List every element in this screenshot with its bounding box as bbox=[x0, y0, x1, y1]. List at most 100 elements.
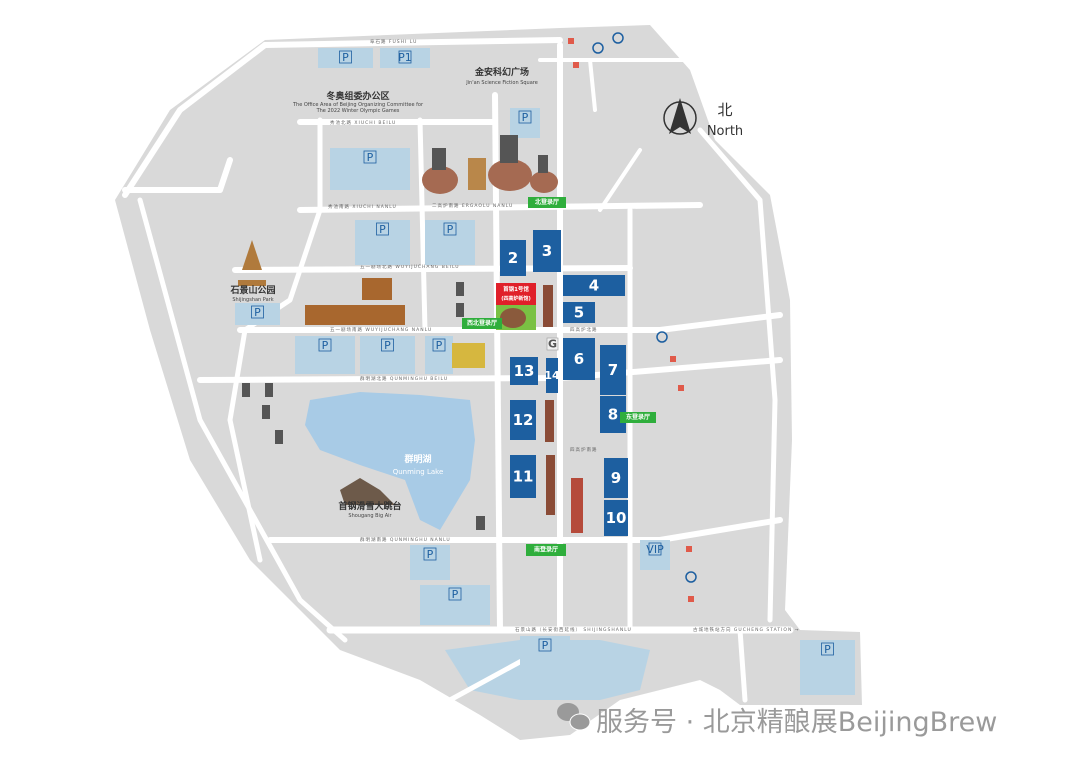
office-area-label-en-1: The Office Area of Beijing Organizing Co… bbox=[292, 102, 424, 108]
hall-8[interactable]: 8 bbox=[600, 396, 626, 433]
parking-label: P bbox=[542, 639, 549, 652]
parking-10[interactable]: P bbox=[425, 336, 453, 374]
parking-icon bbox=[339, 50, 352, 64]
hall-13[interactable]: 13 bbox=[510, 357, 538, 385]
parking-icon bbox=[648, 542, 662, 556]
parking-label: P bbox=[322, 339, 329, 352]
hall-number: 7 bbox=[608, 361, 618, 379]
parking-label: P bbox=[367, 151, 374, 164]
road-label-qunming-bei: 群明湖北路 QUNMINGHU BEILU bbox=[360, 375, 448, 382]
entrance-east[interactable]: 东登录厅 bbox=[620, 412, 656, 423]
parking-6[interactable]: P bbox=[425, 220, 475, 265]
south-water bbox=[445, 640, 650, 700]
parking-icon bbox=[448, 587, 462, 601]
parking-15[interactable]: VIP bbox=[640, 540, 670, 570]
hall-2[interactable]: 2 bbox=[500, 240, 526, 276]
qunming-lake bbox=[305, 392, 475, 530]
parking-label: P bbox=[342, 51, 349, 64]
hall-14[interactable]: 14 bbox=[544, 358, 560, 393]
parking-icon bbox=[251, 305, 264, 319]
parking-area bbox=[235, 303, 280, 325]
road-network bbox=[122, 37, 794, 703]
bus-icon bbox=[568, 38, 574, 44]
parking-icon bbox=[432, 338, 446, 352]
jinan-square-label: 金安科幻广场 bbox=[474, 66, 529, 78]
parking-1[interactable]: P bbox=[318, 48, 373, 68]
parking-9[interactable]: P bbox=[360, 336, 415, 374]
parking-2[interactable]: P1 bbox=[380, 48, 430, 68]
hall-6[interactable]: 6 bbox=[563, 338, 595, 380]
road-label-ergaolu: 二高炉南路 ERGAOLU NANLU bbox=[432, 202, 513, 209]
big-air-label: 首钢滑雪大跳台 bbox=[338, 500, 401, 512]
hall-1-shougang[interactable]: 首钢1号馆 (四高炉新馆) bbox=[496, 283, 536, 330]
parking-area bbox=[425, 220, 475, 265]
parking-area bbox=[410, 545, 450, 580]
parking-12[interactable]: P bbox=[420, 585, 490, 625]
parking-14[interactable]: P bbox=[800, 640, 855, 695]
parking-8[interactable]: P bbox=[295, 336, 355, 374]
parking-icon bbox=[423, 547, 437, 561]
parking-3[interactable]: P bbox=[330, 148, 410, 190]
parking-label: P bbox=[379, 223, 386, 236]
office-area-label-en-2: The 2022 Winter Olympic Games bbox=[316, 108, 400, 114]
parking-icon bbox=[376, 222, 389, 236]
parking-area bbox=[360, 336, 415, 374]
hall-number: 5 bbox=[574, 304, 584, 322]
entrance-north-label: 北登录厅 bbox=[535, 198, 559, 206]
road-label-shijingshan: 石景山路（长安街西延线） SHIJINGSHANLU bbox=[515, 626, 632, 633]
hall-number: 14 bbox=[544, 369, 560, 382]
hall-block bbox=[604, 458, 628, 498]
hall-number: G bbox=[548, 338, 557, 351]
hall-g[interactable]: G bbox=[546, 337, 559, 351]
parking-label: VIP bbox=[646, 543, 664, 556]
hall-3[interactable]: 3 bbox=[533, 230, 561, 272]
bus-icon bbox=[686, 546, 692, 552]
compass-zh: 北 bbox=[717, 101, 732, 119]
metro-icon bbox=[612, 32, 624, 44]
hall-block bbox=[546, 337, 559, 351]
hall-11[interactable]: 11 bbox=[510, 455, 536, 498]
hall-block bbox=[604, 500, 628, 536]
parking-11[interactable]: P bbox=[410, 545, 450, 580]
road-label-wuyi-nan: 五一剧场南路 WUYIJUCHANG NANLU bbox=[330, 326, 432, 333]
road-label-sigaolu-bei: 四高炉北路 bbox=[570, 326, 598, 333]
qunming-lake-label: 群明湖 bbox=[403, 453, 431, 465]
parking-icon bbox=[398, 50, 412, 64]
parking-4[interactable]: P bbox=[510, 108, 540, 138]
bus-icon bbox=[573, 62, 579, 68]
watermark-text: 服务号 · 北京精酿展BeijingBrew bbox=[596, 707, 997, 738]
hall-block bbox=[600, 345, 626, 395]
parking-7[interactable]: P bbox=[235, 303, 280, 325]
parking-5[interactable]: P bbox=[355, 220, 410, 265]
hall-number: 10 bbox=[606, 509, 627, 527]
hall-4[interactable]: 4 bbox=[563, 275, 625, 296]
entrance-northwest-label: 西北登录厅 bbox=[467, 319, 497, 327]
north-arrow-icon bbox=[669, 98, 691, 134]
hall-block bbox=[563, 338, 595, 380]
entrance-south[interactable]: 南登录厅 bbox=[526, 544, 566, 556]
parking-area bbox=[295, 336, 355, 374]
metro-icon bbox=[685, 571, 697, 583]
hall-10[interactable]: 10 bbox=[604, 500, 628, 536]
parking-area bbox=[425, 336, 453, 374]
parking-area bbox=[420, 585, 490, 625]
hall-12[interactable]: 12 bbox=[510, 400, 536, 440]
road-label-xiuchi-bei: 秀池北路 XIUCHI BEILU bbox=[330, 119, 396, 126]
parking-label: P bbox=[427, 548, 434, 561]
hall-number: 3 bbox=[542, 242, 552, 260]
bus-icon bbox=[688, 596, 694, 602]
hall-number: 9 bbox=[611, 469, 621, 487]
entrance-northwest[interactable]: 西北登录厅 bbox=[462, 318, 502, 329]
parking-icon bbox=[518, 110, 532, 124]
hall-9[interactable]: 9 bbox=[604, 458, 628, 498]
hall-5[interactable]: 5 bbox=[563, 302, 595, 323]
hall-7[interactable]: 7 bbox=[600, 345, 626, 395]
hall-1-subname: (四高炉新馆) bbox=[501, 295, 531, 302]
parking-area bbox=[380, 48, 430, 68]
hall-number: 13 bbox=[514, 362, 535, 380]
hall-number: 12 bbox=[513, 411, 534, 429]
jinan-square-label-en: Jin'an Science Fiction Square bbox=[465, 80, 538, 86]
parking-13[interactable]: P bbox=[520, 636, 570, 666]
entrance-north[interactable]: 北登录厅 bbox=[528, 197, 566, 208]
